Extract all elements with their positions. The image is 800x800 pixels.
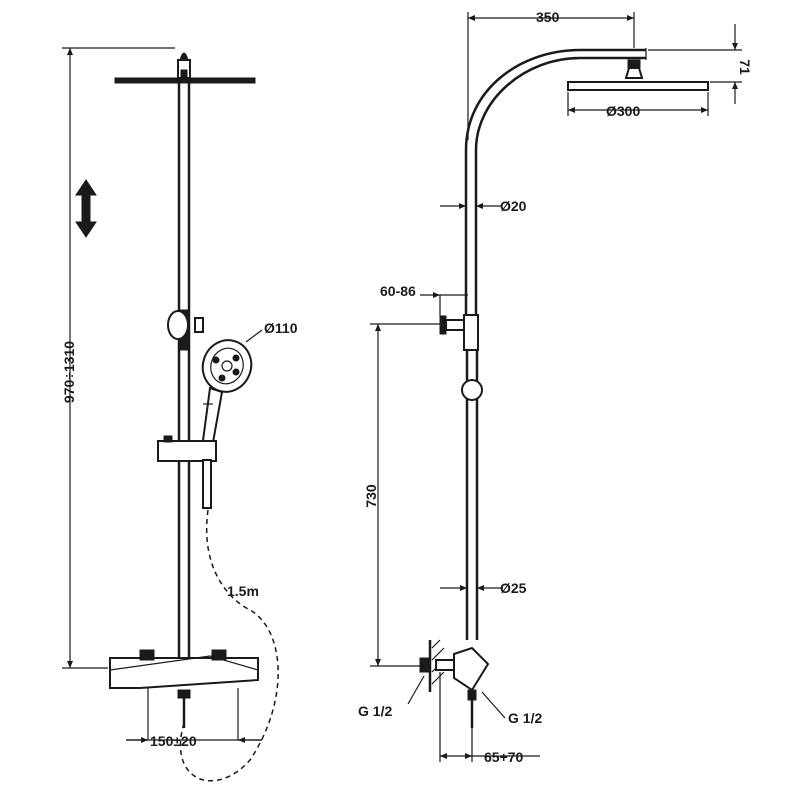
inlet-thread-right-callout: G 1/2 bbox=[481, 691, 542, 726]
hand-shower bbox=[200, 339, 253, 449]
shower-hose bbox=[179, 459, 279, 782]
inlet-spacing-dimension: 150±20 bbox=[126, 733, 262, 749]
arm-reach-dimension: 350 bbox=[467, 9, 635, 140]
handshower-diameter-callout: Ø110 bbox=[245, 320, 298, 343]
head-drop-label: 71 bbox=[737, 59, 753, 75]
height-dimension: 970÷1310 bbox=[61, 47, 175, 669]
front-rail-clamp bbox=[167, 310, 204, 340]
lower-pipe-diameter-label: Ø25 bbox=[500, 580, 527, 596]
front-view: 970÷1310 Ø110 1.5m 150±20 bbox=[61, 47, 298, 782]
hose-length-label: 1.5m bbox=[227, 583, 259, 599]
holder-range-label: 60-86 bbox=[380, 283, 416, 299]
holder-height-dimension: 730 bbox=[363, 323, 440, 667]
slide-holder bbox=[157, 435, 217, 462]
inlet-thread-left-label: G 1/2 bbox=[358, 703, 392, 719]
side-valve-body bbox=[419, 639, 490, 728]
inlet-spacing-label: 150±20 bbox=[150, 733, 197, 749]
front-mixer-body bbox=[109, 649, 259, 740]
side-diverter-knob bbox=[461, 379, 483, 401]
inlet-thread-left-callout: G 1/2 bbox=[358, 675, 425, 719]
holder-height-label: 730 bbox=[363, 484, 379, 508]
height-range-label: 970÷1310 bbox=[61, 341, 77, 403]
inlet-thread-right-label: G 1/2 bbox=[508, 710, 542, 726]
vertical-double-arrow-icon bbox=[75, 179, 97, 238]
upper-pipe-diameter-label: Ø20 bbox=[500, 198, 527, 214]
head-drop-dimension: 71 bbox=[648, 24, 753, 104]
side-rail-holder bbox=[439, 314, 479, 351]
side-riser-and-arm bbox=[464, 48, 647, 640]
lower-pipe-diameter-dimension: Ø25 bbox=[440, 580, 527, 596]
side-view: 350 71 Ø300 Ø20 60-86 bbox=[358, 9, 753, 765]
front-rain-head bbox=[114, 52, 256, 84]
head-diameter-dimension: Ø300 bbox=[567, 92, 709, 119]
wall-offset-dimension: 65+70 bbox=[439, 672, 540, 765]
front-riser-pipe bbox=[177, 83, 191, 660]
side-rain-head bbox=[567, 59, 709, 91]
head-diameter-label: Ø300 bbox=[606, 103, 640, 119]
holder-range-dimension: 60-86 bbox=[380, 283, 468, 316]
upper-pipe-diameter-dimension: Ø20 bbox=[440, 198, 527, 214]
wall-offset-label: 65+70 bbox=[484, 749, 524, 765]
arm-reach-label: 350 bbox=[536, 9, 560, 25]
handshower-diameter-label: Ø110 bbox=[264, 320, 298, 336]
